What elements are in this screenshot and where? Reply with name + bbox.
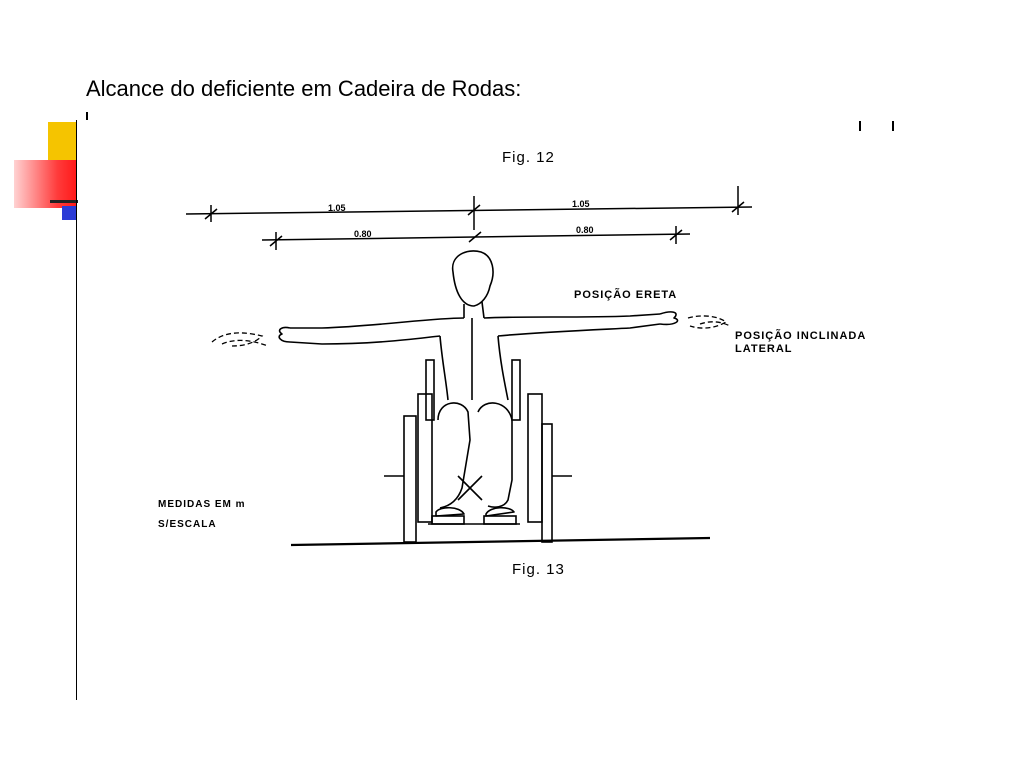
slide-title: Alcance do deficiente em Cadeira de Roda… bbox=[86, 76, 522, 101]
wheelchair bbox=[384, 359, 572, 543]
decor-yellow-square bbox=[48, 122, 76, 162]
decor-blue-square bbox=[62, 206, 76, 220]
label-measures-line2: S/ESCALA bbox=[158, 519, 217, 530]
ground-line bbox=[290, 536, 711, 547]
dimension-inner-left: 0.80 bbox=[354, 229, 372, 239]
caption-fig13: Fig. 13 bbox=[512, 561, 565, 578]
caption-fig12: Fig. 12 bbox=[502, 149, 555, 166]
dimension-line-inner bbox=[261, 226, 691, 250]
dimension-line-outer bbox=[185, 186, 753, 230]
label-measures-line1: MEDIDAS EM m bbox=[158, 499, 246, 510]
person-figure bbox=[278, 250, 679, 517]
decor-vertical-rule bbox=[76, 120, 77, 700]
wheelchair-reach-diagram: Fig. 12 1.05 1.05 0.80 0.80 bbox=[86, 112, 894, 578]
dimension-outer-left: 1.05 bbox=[328, 203, 346, 213]
dimension-inner-right: 0.80 bbox=[576, 225, 594, 235]
label-lateral-line2: LATERAL bbox=[735, 343, 793, 355]
decor-horizontal-rule bbox=[50, 200, 78, 203]
label-upright-position: POSIÇÃO ERETA bbox=[574, 288, 677, 301]
label-lateral-line1: POSIÇÃO INCLINADA bbox=[735, 329, 866, 342]
dimension-outer-right: 1.05 bbox=[572, 199, 590, 209]
scan-marks bbox=[86, 112, 894, 131]
lateral-reach-hands bbox=[211, 315, 731, 347]
